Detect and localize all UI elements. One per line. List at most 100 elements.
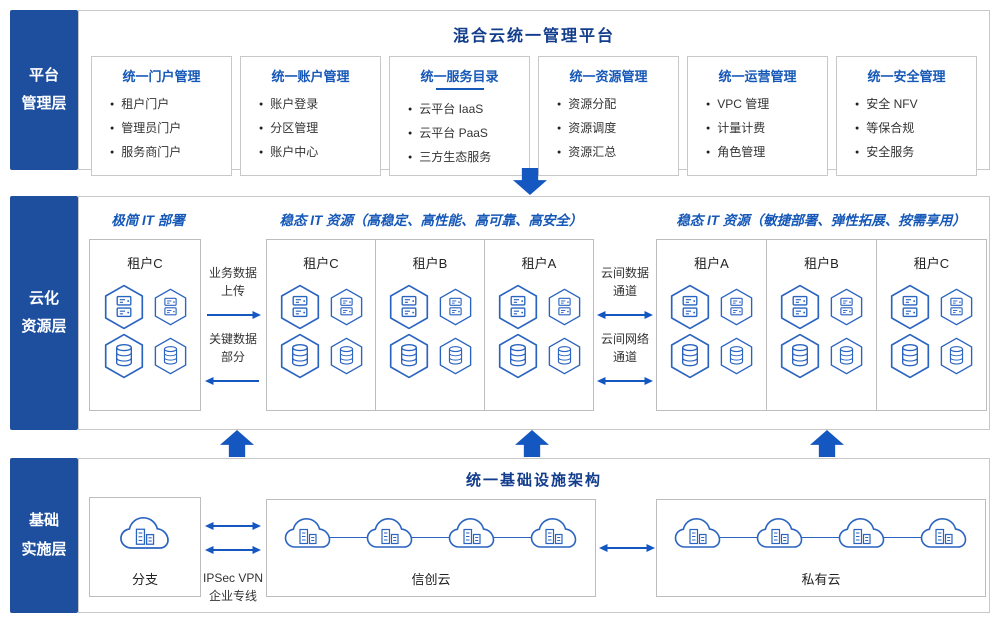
tenant-resources xyxy=(889,284,974,379)
module-items: 账户登录 分区管理 账户中心 xyxy=(247,92,374,164)
database-hexagon-icon xyxy=(719,337,754,375)
database-hexagon-icon xyxy=(779,333,821,379)
module-portal-management: 统一门户管理 租户门户 管理员门户 服务商门户 xyxy=(91,56,232,176)
flow-up-arrow-icon xyxy=(220,430,254,457)
server-hexagon-icon xyxy=(329,288,364,326)
vpn-label: IPSec VPN 企业专线 xyxy=(202,571,264,603)
double-arrow-icon xyxy=(597,376,653,386)
branch-site-box: 分支 xyxy=(89,497,201,597)
link-label: 业务数据 上传 xyxy=(208,266,257,298)
module-security-management: 统一安全管理 安全 NFV 等保合规 安全服务 xyxy=(836,56,977,176)
database-hexagon-icon xyxy=(829,337,864,375)
agile-state-group: 租户A 租户B xyxy=(656,239,987,411)
flow-up-arrow-icon xyxy=(515,430,549,457)
platform-panel: 混合云统一管理平台 统一门户管理 租户门户 管理员门户 服务商门户 统一账户管理… xyxy=(78,10,990,176)
tenant-resources xyxy=(669,284,754,379)
server-hexagon-icon xyxy=(388,284,430,330)
cloud-icon xyxy=(915,510,973,556)
cloud-icon xyxy=(833,510,891,556)
tenant-resources xyxy=(497,284,582,379)
database-hexagon-icon xyxy=(279,333,321,379)
tenant-box: 租户B xyxy=(766,239,877,411)
module-item: VPC 管理 xyxy=(706,92,821,116)
tenant-box: 租户B xyxy=(375,239,485,411)
database-hexagon-icon xyxy=(329,337,364,375)
tenant-box: 租户A xyxy=(484,239,594,411)
module-item: 等保合规 xyxy=(855,116,970,140)
database-hexagon-icon xyxy=(889,333,931,379)
site-label: 私有云 xyxy=(801,572,841,587)
database-hexagon-icon xyxy=(497,333,539,379)
tenant-box: 租户A xyxy=(656,239,767,411)
vpn-connector: IPSec VPN 企业专线 xyxy=(201,521,265,605)
server-hexagon-icon xyxy=(103,284,145,330)
site-label: 分支 xyxy=(131,572,158,587)
database-hexagon-icon xyxy=(153,337,188,375)
tenant-box: 租户C xyxy=(266,239,376,411)
module-items: 云平台 IaaS 云平台 PaaS 三方生态服务 xyxy=(396,97,523,169)
double-arrow-icon xyxy=(597,310,653,320)
cloud-icon xyxy=(751,510,809,556)
module-title: 统一运营管理 xyxy=(718,69,797,84)
module-item: 账户登录 xyxy=(259,92,374,116)
module-item: 三方生态服务 xyxy=(408,145,523,169)
cloud-icon xyxy=(669,510,727,556)
module-item: 云平台 IaaS xyxy=(408,97,523,121)
database-hexagon-icon xyxy=(388,333,430,379)
platform-layer-label: 平台 管理层 xyxy=(10,10,78,170)
cloud-layer-label: 云化 资源层 xyxy=(10,196,78,430)
infra-panel: 统一基础设施架构 分支 IPSec VPN 企业专线 xyxy=(78,458,990,613)
server-hexagon-icon xyxy=(279,284,321,330)
database-hexagon-icon xyxy=(103,333,145,379)
tenant-label: 租户C xyxy=(127,256,163,271)
group1-title: 极简 IT 部署 xyxy=(111,213,185,228)
database-hexagon-icon xyxy=(669,333,711,379)
double-arrow-icon xyxy=(205,545,261,555)
module-item: 账户中心 xyxy=(259,140,374,164)
module-item: 角色管理 xyxy=(706,140,821,164)
module-item: 计量计费 xyxy=(706,116,821,140)
module-item: 资源分配 xyxy=(557,92,672,116)
server-hexagon-icon xyxy=(889,284,931,330)
module-resource-management: 统一资源管理 资源分配 资源调度 资源汇总 xyxy=(538,56,679,176)
server-hexagon-icon xyxy=(438,288,473,326)
node-link-line xyxy=(699,537,943,538)
database-hexagon-icon xyxy=(438,337,473,375)
tenant-box: 租户C xyxy=(89,239,201,411)
platform-layer: 平台 管理层 混合云统一管理平台 统一门户管理 租户门户 管理员门户 服务商门户… xyxy=(10,10,990,176)
server-hexagon-icon xyxy=(153,288,188,326)
inter-cloud-link xyxy=(599,499,655,597)
database-hexagon-icon xyxy=(939,337,974,375)
module-title: 统一门户管理 xyxy=(122,69,201,84)
cloud-nodes-row xyxy=(279,510,583,560)
platform-modules: 统一门户管理 租户门户 管理员门户 服务商门户 统一账户管理 账户登录 分区管理… xyxy=(91,56,977,176)
tenant-label: 租户C xyxy=(303,256,339,271)
xinchuang-cloud-box: 信创云 xyxy=(266,499,596,597)
cloud-icon xyxy=(279,510,337,556)
link-label: 关键数据 部分 xyxy=(208,332,257,364)
server-hexagon-icon xyxy=(547,288,582,326)
module-item: 租户门户 xyxy=(110,92,225,116)
infrastructure-layer: 基础 实施层 统一基础设施架构 分支 IPSec VPN 企业专线 xyxy=(10,458,990,613)
tenant-resources xyxy=(103,284,188,379)
tenant-label: 租户A xyxy=(694,256,729,271)
module-title: 统一资源管理 xyxy=(569,69,648,84)
module-item: 分区管理 xyxy=(259,116,374,140)
cloud-icon xyxy=(114,510,176,556)
double-arrow-icon xyxy=(205,521,261,531)
flow-up-arrow-icon xyxy=(810,430,844,457)
server-hexagon-icon xyxy=(669,284,711,330)
private-cloud-box: 私有云 xyxy=(656,499,986,597)
module-operation-management: 统一运营管理 VPC 管理 计量计费 角色管理 xyxy=(687,56,828,176)
tenant-label: 租户C xyxy=(913,256,950,271)
cloud-icon xyxy=(361,510,419,556)
module-items: 安全 NFV 等保合规 安全服务 xyxy=(843,92,970,164)
group3-title: 稳态 IT 资源（敏捷部署、弹性拓展、按需享用） xyxy=(676,213,966,228)
module-items: VPC 管理 计量计费 角色管理 xyxy=(694,92,821,164)
steady-state-group: 租户C 租户B xyxy=(266,239,594,411)
link-label: 云间网络 通道 xyxy=(600,332,649,364)
tenant-resources xyxy=(388,284,473,379)
infra-title: 统一基础设施架构 xyxy=(465,472,602,489)
cloud-icon xyxy=(443,510,501,556)
